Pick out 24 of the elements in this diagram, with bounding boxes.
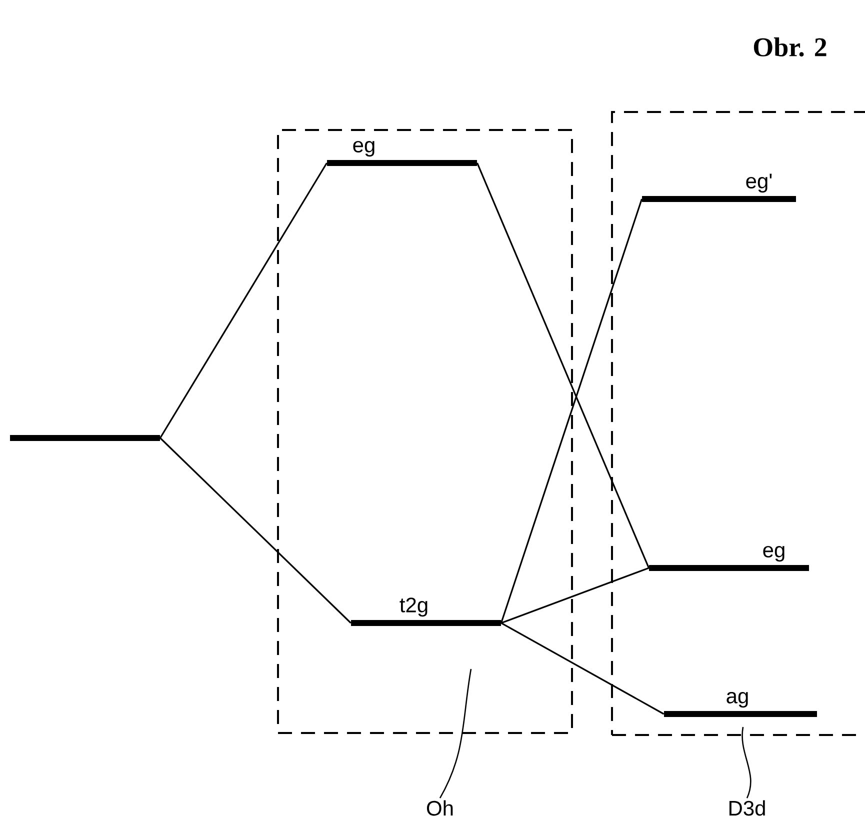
node-label: eg bbox=[353, 140, 374, 157]
dashed-frame bbox=[611, 111, 865, 736]
connector-line bbox=[500, 622, 664, 715]
connector-line bbox=[500, 567, 650, 624]
energy-level: eg bbox=[327, 140, 477, 166]
group-label: D3d bbox=[729, 800, 765, 816]
connector-line bbox=[160, 162, 328, 438]
group-label: Oh bbox=[426, 800, 453, 816]
node-label: t2g bbox=[400, 598, 428, 617]
dashed-frame bbox=[277, 129, 573, 734]
title: Obr. 2 bbox=[754, 37, 826, 57]
leader-line bbox=[439, 668, 472, 798]
connector-line bbox=[160, 437, 352, 624]
node-label: ag bbox=[726, 692, 748, 708]
node-label: eg bbox=[763, 546, 784, 562]
energy-level: eg bbox=[649, 546, 809, 571]
connector-line bbox=[476, 162, 650, 568]
energy-level: eg' bbox=[642, 174, 796, 202]
leader-line bbox=[742, 726, 752, 798]
node-label: eg' bbox=[746, 174, 772, 193]
energy-level: ag bbox=[664, 692, 817, 717]
connector-line bbox=[500, 198, 643, 624]
energy-bar bbox=[10, 435, 160, 441]
energy-level: t2g bbox=[351, 598, 501, 626]
